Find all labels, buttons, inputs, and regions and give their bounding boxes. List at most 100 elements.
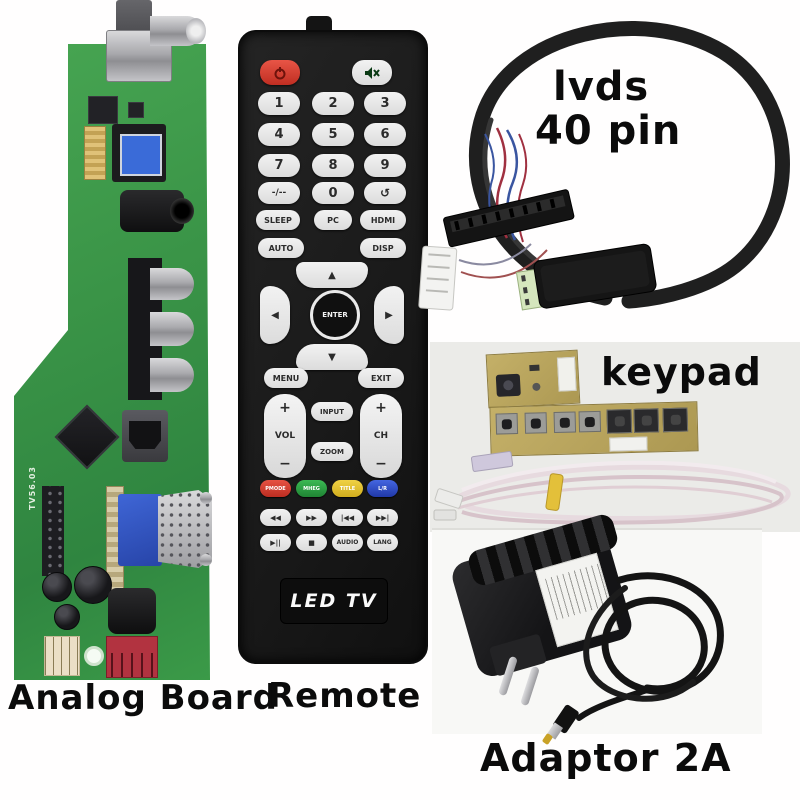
capacitor (42, 572, 72, 602)
zoom-button: ZOOM (311, 442, 353, 461)
tact-switch (553, 411, 577, 434)
adaptor-cable (576, 572, 724, 721)
sleep-button: SLEEP (256, 210, 300, 230)
ch-rocker: + CH − (360, 394, 402, 478)
digit-button: 2 (312, 92, 354, 115)
analog-board-caption: Analog Board (8, 678, 278, 718)
rca-jack (150, 312, 194, 346)
color-key-blue: L/R (367, 480, 398, 497)
ch-minus: − (375, 456, 387, 472)
capacitor (54, 604, 80, 630)
keypad-cable (433, 451, 791, 525)
input-button: INPUT (311, 402, 353, 421)
cable-end-connector (470, 451, 514, 472)
digit-button: 7 (258, 154, 300, 177)
speaker-connector (44, 636, 80, 676)
cable-end-connector (433, 509, 457, 521)
antenna-connector-face (186, 18, 206, 44)
lvds-cable (418, 21, 790, 311)
color-key-yellow: TITLE (332, 480, 363, 497)
recall-button: ↺ (364, 182, 406, 204)
lvds-pcb-connector (515, 243, 657, 311)
dpad-right-button: ▶ (374, 286, 404, 344)
enter-button: ENTER (310, 290, 360, 340)
cable-end-connector (434, 488, 464, 509)
led-tv-logo: LED TV (280, 578, 388, 624)
rewind-button: ◀◀ (260, 509, 291, 526)
mute-icon (365, 66, 380, 79)
adaptor-caption: Adaptor 2A (480, 736, 732, 780)
remote-caption: Remote (268, 676, 422, 716)
inverter-connector (106, 636, 158, 678)
cable-tie (545, 473, 564, 511)
lvds-caption-line2: 40 pin (535, 108, 682, 154)
vol-label: VOL (274, 431, 296, 441)
previous-button: |◀◀ (332, 509, 363, 526)
pin-header (42, 486, 64, 576)
ch-plus: + (375, 400, 387, 416)
digit-button: 9 (364, 154, 406, 177)
tact-switch (578, 410, 602, 433)
menu-button: MENU (264, 368, 308, 388)
digit-button: 4 (258, 123, 300, 146)
digit-button-0: 0 (312, 182, 354, 204)
hdmi-button: HDMI (360, 210, 406, 230)
power-icon (274, 66, 286, 79)
tact-switch (606, 409, 633, 434)
hdmi-slot (129, 421, 161, 449)
smd-component (529, 364, 540, 372)
digit-button: 5 (312, 123, 354, 146)
pc-button: PC (314, 210, 352, 230)
lvds-white-connector (418, 245, 458, 311)
ir-lens (503, 380, 514, 391)
capacitor (74, 566, 112, 604)
ir-receiver (495, 373, 521, 397)
disp-button: DISP (360, 238, 406, 258)
next-button: ▶▶| (367, 509, 398, 526)
rca-jack (150, 358, 194, 392)
remote-control: 1 2 3 4 5 6 7 8 9 -/-- 0 ↺ SLEEP PC HDMI… (238, 30, 428, 664)
ir-board-connector (556, 356, 577, 392)
lang-button: LANG (367, 534, 398, 551)
board-code-silkscreen: TV56.03 (28, 466, 37, 510)
vga-screw-post (200, 554, 212, 566)
power-adaptor (440, 512, 760, 746)
audio-button: AUDIO (332, 534, 363, 551)
dash-button: -/-- (258, 182, 300, 204)
tact-switch (633, 408, 660, 433)
mute-button (352, 60, 392, 85)
digit-button: 6 (364, 123, 406, 146)
exit-button: EXIT (358, 368, 404, 388)
hdmi-port (122, 410, 168, 462)
keypad-strip (489, 401, 699, 457)
dpad-down-button: ▼ (296, 344, 368, 370)
cable-loop (468, 21, 790, 309)
ir-sensor-board (485, 349, 581, 409)
usb-tongue (120, 134, 162, 176)
dc-jack (108, 588, 156, 634)
vga-port-body (118, 494, 162, 566)
digit-button: 1 (258, 92, 300, 115)
usb-port (112, 124, 166, 182)
ch-label: CH (373, 431, 389, 441)
dpad-up-button: ▲ (296, 262, 368, 288)
dpad-left-button: ◀ (260, 286, 290, 344)
lvds-caption-line1: lvds (553, 64, 650, 110)
vga-screw-post (200, 492, 212, 504)
tuner-ic (88, 96, 118, 124)
tact-switch (495, 412, 519, 435)
color-key-green: MHEG (296, 480, 327, 497)
stop-button: ■ (296, 534, 327, 551)
vol-rocker: + VOL − (264, 394, 306, 478)
headphone-jack-opening (170, 198, 194, 224)
digit-button: 8 (312, 154, 354, 177)
tact-switch (524, 412, 548, 434)
rca-jack (150, 268, 194, 300)
digit-button: 3 (364, 92, 406, 115)
auto-button: AUTO (258, 238, 304, 258)
play-pause-button: ▶|| (260, 534, 291, 551)
tact-switch (662, 407, 689, 433)
color-key-red: PMODE (260, 480, 291, 497)
analog-board: TV56.03 (0, 0, 235, 690)
